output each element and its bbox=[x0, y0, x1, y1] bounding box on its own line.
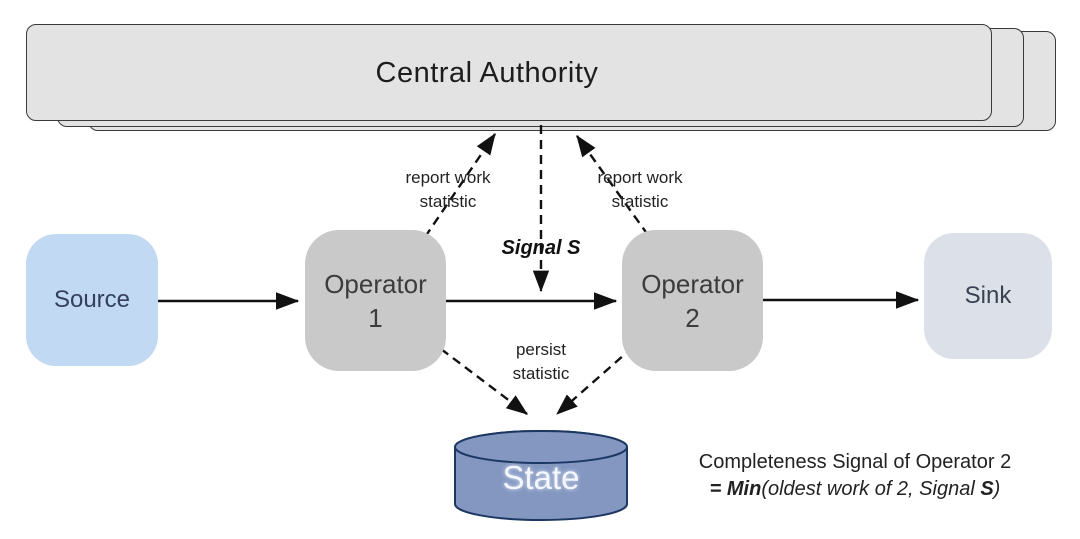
node-source: Source bbox=[26, 234, 158, 366]
report-work-right-line2: statistic bbox=[611, 192, 669, 211]
completeness-signal-s: S bbox=[980, 478, 994, 500]
signal-s-label: Signal S bbox=[501, 237, 581, 259]
report-work-label-left: report work statistic bbox=[383, 166, 513, 214]
node-operator2: Operator 2 bbox=[622, 230, 763, 371]
central-authority-box: Central Authority bbox=[26, 24, 992, 121]
completeness-line1: Completeness Signal of Operator 2 bbox=[698, 451, 1012, 473]
completeness-annotation: Completeness Signal of Operator 2 = Min(… bbox=[655, 449, 1055, 503]
dashed-arrow-report-operator1 bbox=[424, 133, 496, 238]
report-work-left-line2: statistic bbox=[419, 192, 477, 211]
node-operator1: Operator 1 bbox=[305, 230, 446, 371]
completeness-equals: = bbox=[709, 478, 727, 500]
operator2-number: 2 bbox=[685, 302, 700, 333]
persist-line1: persist bbox=[515, 340, 567, 359]
completeness-line2: = Min(oldest work of 2, Signal S) bbox=[655, 476, 1055, 503]
operator1-number: 1 bbox=[368, 302, 383, 333]
state-cylinder-top bbox=[454, 430, 628, 464]
state-label: State bbox=[502, 459, 580, 496]
dashed-arrow-persist-operator1 bbox=[440, 348, 528, 415]
operator1-label: Operator bbox=[324, 268, 427, 299]
completeness-close-paren: ) bbox=[993, 478, 1001, 500]
node-sink: Sink bbox=[924, 233, 1052, 359]
persist-statistic-label: persist statistic bbox=[476, 338, 606, 386]
report-work-right-line1: report work bbox=[597, 168, 683, 187]
completeness-args: (oldest work of 2, Signal bbox=[761, 478, 981, 500]
operator2-label: Operator bbox=[641, 268, 744, 299]
sink-label: Sink bbox=[964, 282, 1012, 309]
report-work-left-line1: report work bbox=[405, 168, 491, 187]
report-work-label-right: report work statistic bbox=[575, 166, 705, 214]
source-label: Source bbox=[53, 286, 131, 313]
persist-line2: statistic bbox=[512, 364, 570, 383]
central-authority-label: Central Authority bbox=[375, 57, 599, 89]
dashed-arrow-persist-operator2 bbox=[556, 346, 634, 415]
completeness-min: Min bbox=[726, 478, 762, 500]
dashed-arrow-report-operator2 bbox=[576, 135, 649, 236]
state-cylinder bbox=[454, 430, 628, 521]
